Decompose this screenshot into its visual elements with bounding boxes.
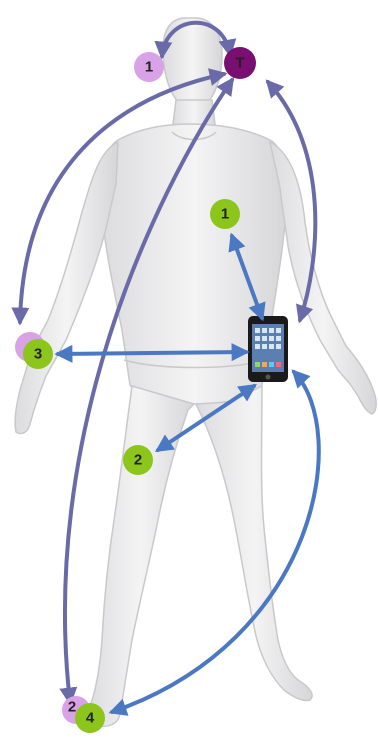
- node-knee-label: 2: [134, 452, 142, 469]
- node-chest: 1: [210, 199, 240, 229]
- node-knee: 2: [123, 445, 153, 475]
- node-ankle-green: 4: [75, 703, 105, 733]
- node-ankle-lilac-label: 2: [68, 699, 76, 716]
- node-head-top-label: T: [235, 55, 244, 72]
- figure-right-leg: [196, 386, 312, 701]
- node-wrist-green-label: 3: [34, 346, 42, 363]
- phone-home-button: [266, 375, 271, 380]
- figure-left-arm: [15, 142, 118, 434]
- node-chest-label: 1: [221, 206, 229, 223]
- human-figure-icon: [15, 18, 376, 727]
- node-wrist-green: 3: [23, 339, 53, 369]
- node-ankle-green-label: 4: [86, 710, 95, 727]
- arrow-phone-to-wrist: [58, 352, 246, 354]
- node-head-left-label: 1: [145, 59, 153, 76]
- smartphone-icon: [248, 316, 288, 382]
- node-head-top: T: [224, 47, 256, 79]
- node-head-left: 1: [134, 52, 164, 82]
